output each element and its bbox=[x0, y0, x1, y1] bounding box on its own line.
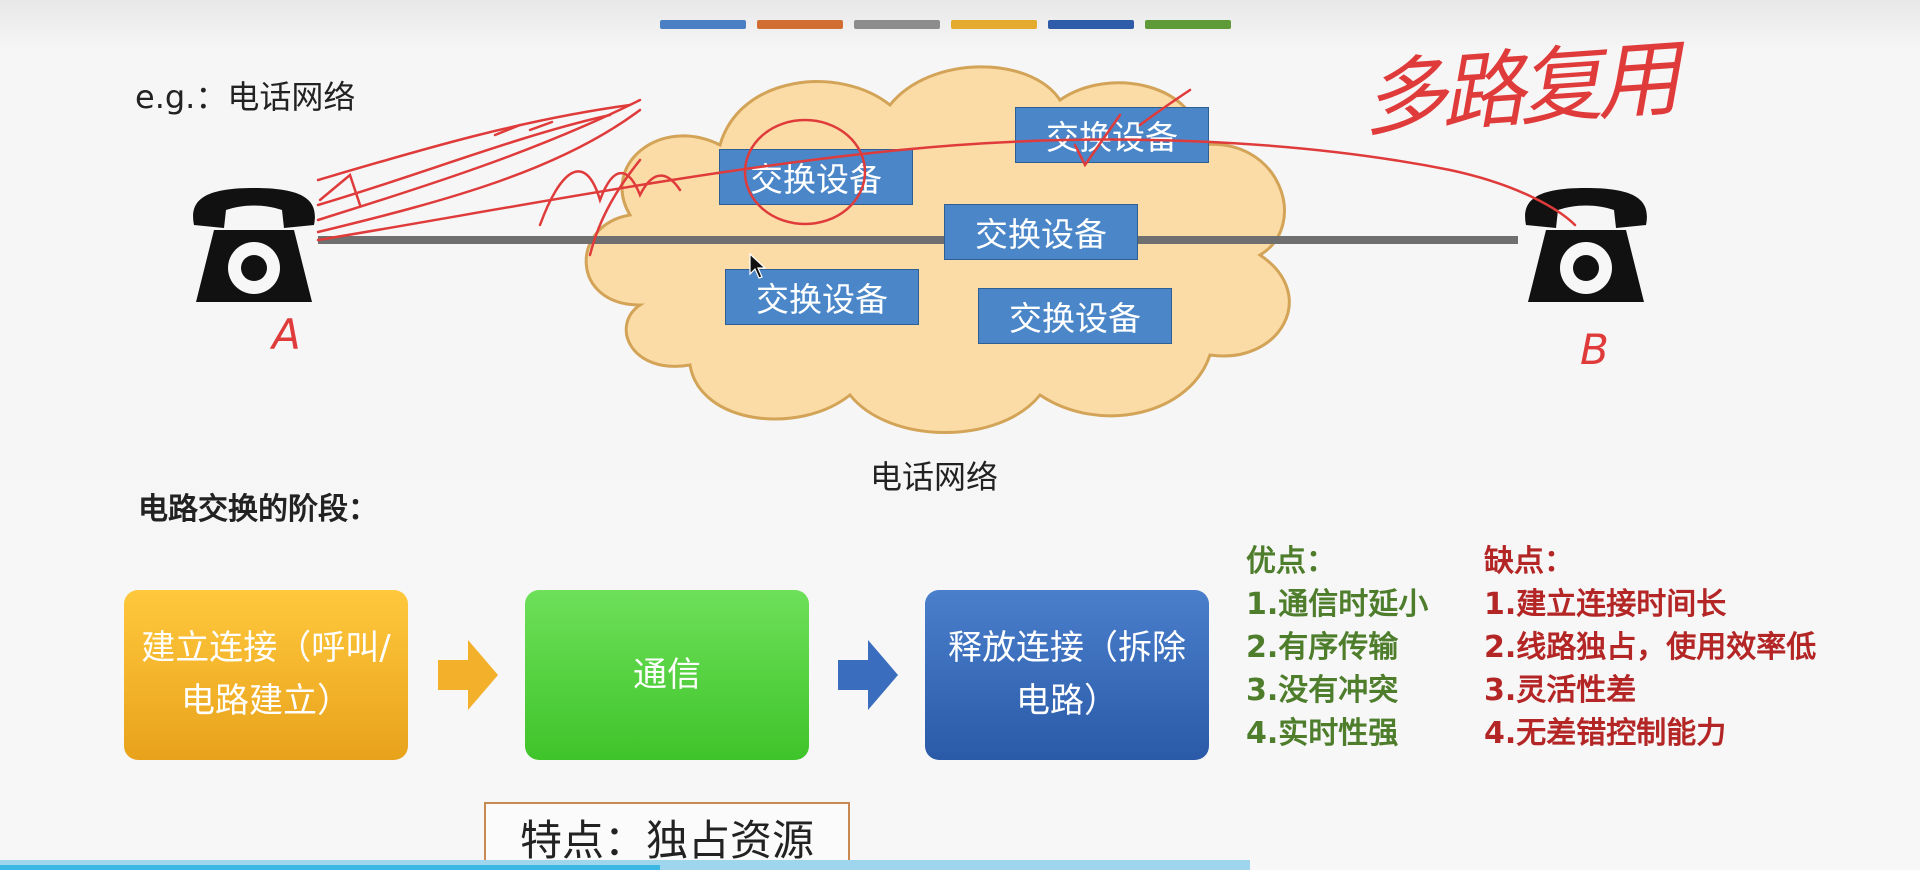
switch-device-4: 交换设备 bbox=[725, 269, 919, 325]
stage-communication-box: 通信 bbox=[525, 590, 809, 760]
switch-device-5: 交换设备 bbox=[978, 288, 1172, 344]
advantage-item: 4.实时性强 bbox=[1246, 716, 1399, 751]
switch-device-2: 交换设备 bbox=[1015, 107, 1209, 163]
feature-box: 特点：独占资源 bbox=[484, 802, 850, 870]
disadvantage-item: 3.灵活性差 bbox=[1484, 673, 1637, 708]
advantage-item: 1.通信时延小 bbox=[1246, 587, 1429, 622]
mouse-cursor-icon bbox=[749, 252, 766, 279]
disadvantages-list: 缺点： 1.建立连接时间长 2.线路独占，使用效率低 3.灵活性差 4.无差错控… bbox=[1484, 540, 1816, 755]
disadvantage-item: 1.建立连接时间长 bbox=[1484, 587, 1727, 622]
color-bar-5 bbox=[1048, 20, 1134, 29]
stage-release-box: 释放连接（拆除电路） bbox=[925, 590, 1209, 760]
stage-setup-label: 建立连接（呼叫/电路建立） bbox=[141, 628, 391, 721]
color-bar-1 bbox=[660, 20, 746, 29]
advantages-list: 优点： 1.通信时延小 2.有序传输 3.没有冲突 4.实时性强 bbox=[1246, 540, 1428, 755]
advantage-item: 2.有序传输 bbox=[1246, 630, 1399, 665]
advantages-title: 优点： bbox=[1246, 544, 1336, 579]
stage-title: 电路交换的阶段： bbox=[138, 492, 378, 527]
cloud-caption: 电话网络 bbox=[870, 458, 999, 496]
phone-b-label: B bbox=[1580, 325, 1609, 374]
color-bar-3 bbox=[854, 20, 940, 29]
disadvantage-item: 2.线路独占，使用效率低 bbox=[1484, 630, 1817, 665]
disadvantages-title: 缺点： bbox=[1484, 544, 1574, 579]
telephone-b-icon bbox=[1516, 180, 1656, 310]
telephone-a-icon bbox=[184, 180, 324, 310]
color-bar-4 bbox=[951, 20, 1037, 29]
switch-device-3: 交换设备 bbox=[944, 204, 1138, 260]
arrow-right-icon bbox=[438, 640, 498, 710]
arrow-right-icon bbox=[838, 640, 898, 710]
bottom-progress-fill bbox=[0, 865, 660, 870]
stage-release-label: 释放连接（拆除电路） bbox=[948, 628, 1186, 721]
phone-line bbox=[318, 236, 1518, 244]
disadvantage-item: 4.无差错控制能力 bbox=[1484, 716, 1727, 751]
phone-a-label: A bbox=[272, 310, 301, 359]
color-bar-2 bbox=[757, 20, 843, 29]
color-bar-6 bbox=[1145, 20, 1231, 29]
example-label: e.g.：电话网络 bbox=[135, 78, 356, 116]
stage-setup-box: 建立连接（呼叫/电路建立） bbox=[124, 590, 408, 760]
stage-communication-label: 通信 bbox=[633, 654, 701, 695]
advantage-item: 3.没有冲突 bbox=[1246, 673, 1399, 708]
